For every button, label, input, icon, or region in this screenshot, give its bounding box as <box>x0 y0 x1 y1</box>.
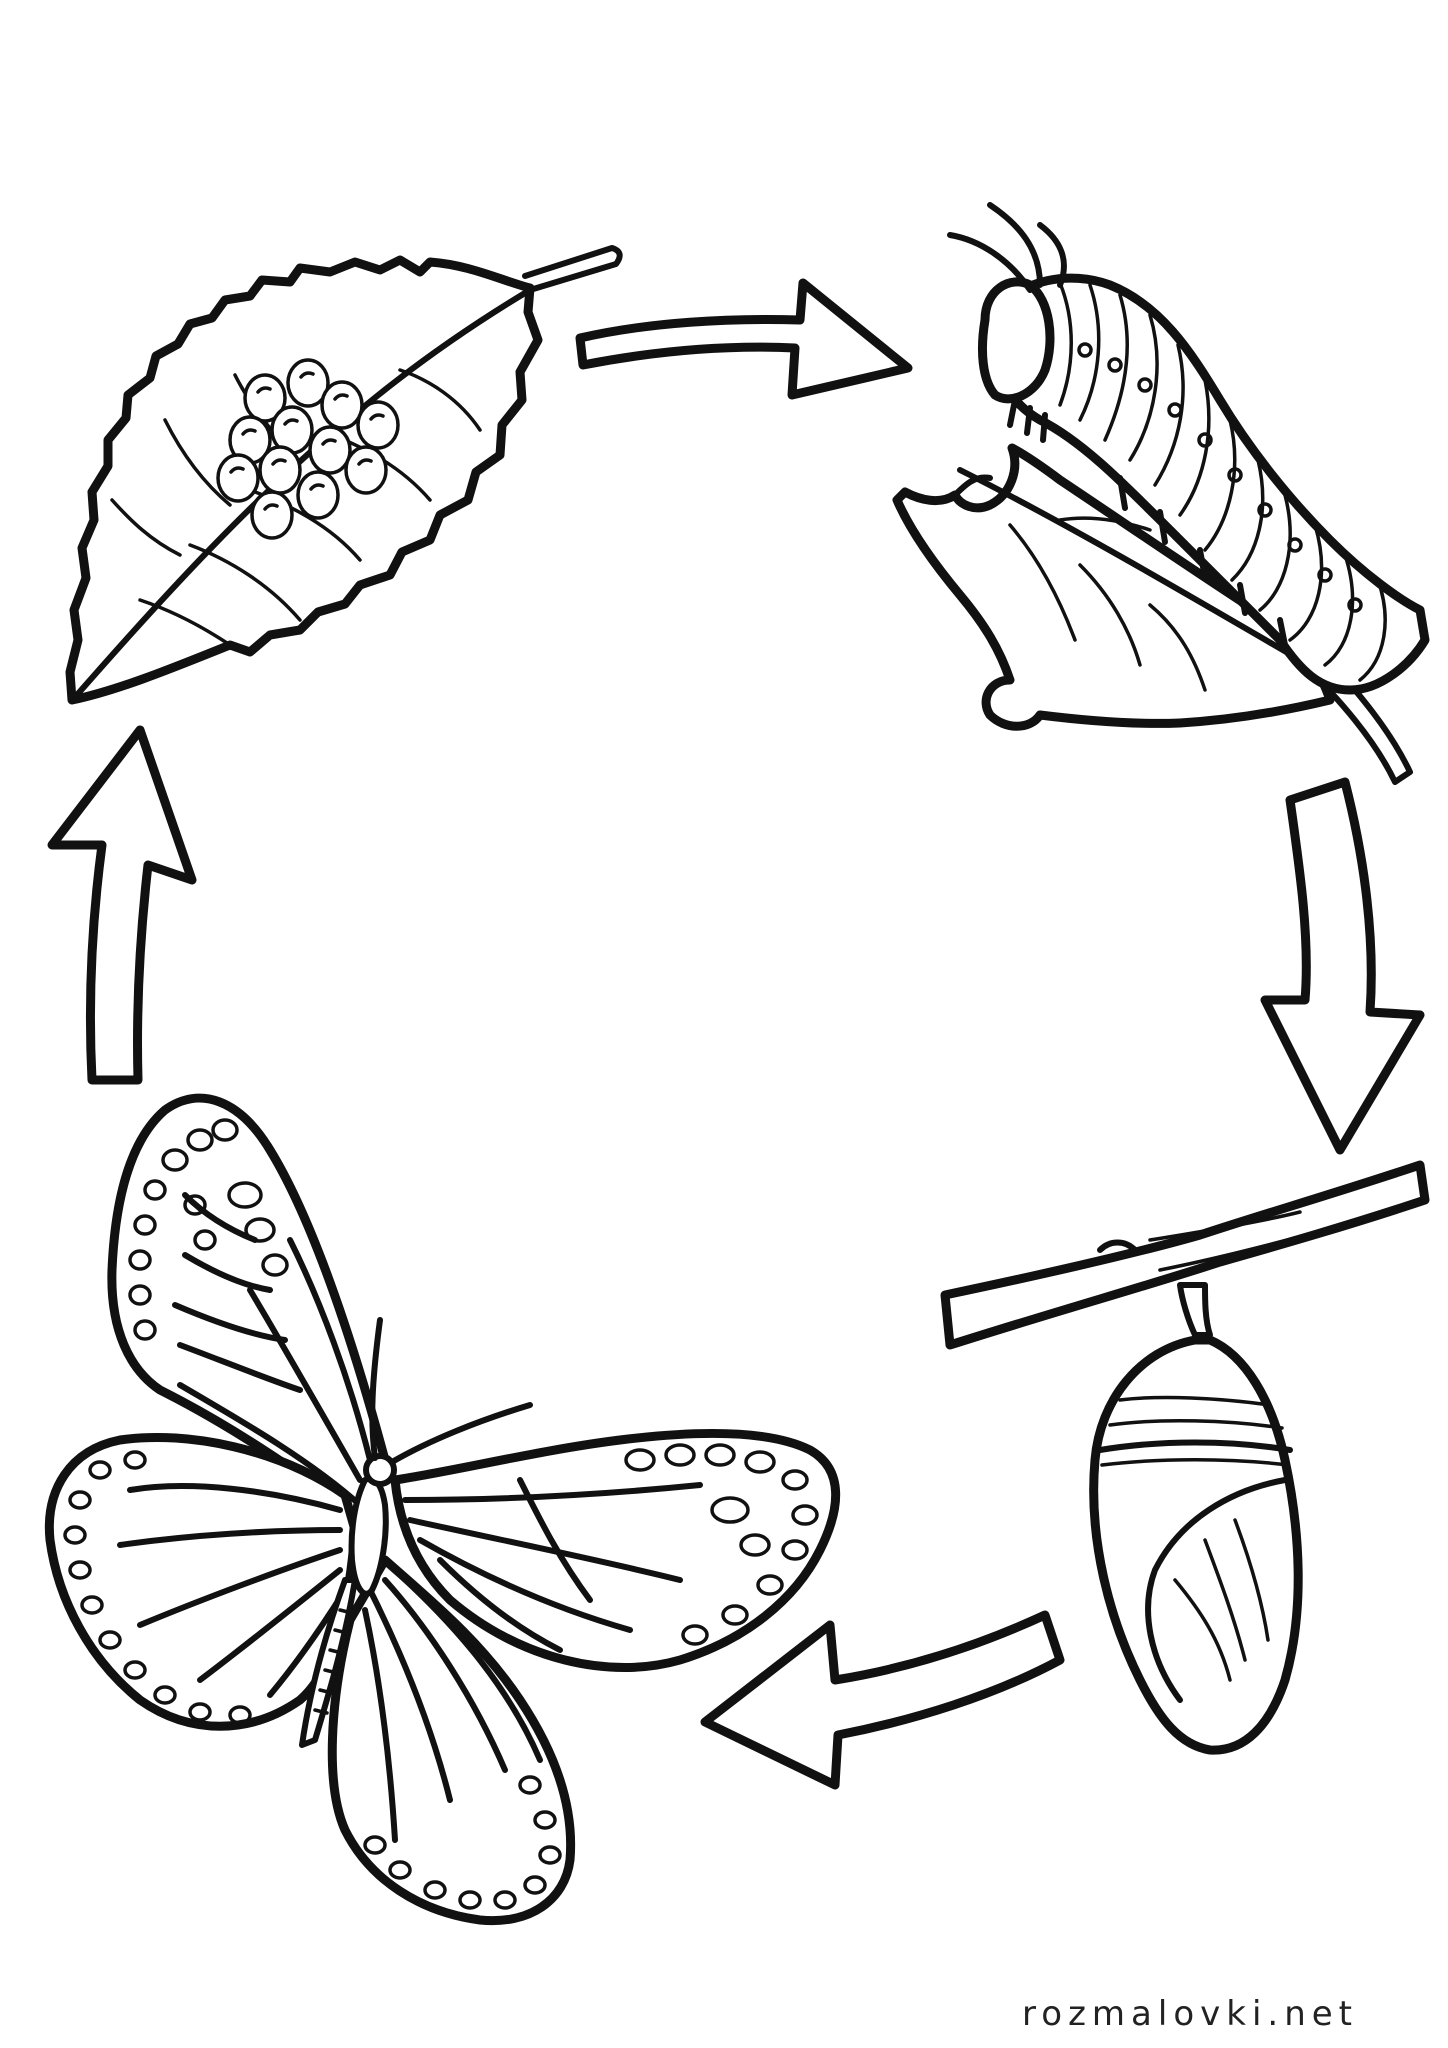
arrow-caterpillar-to-chrysalis <box>1260 777 1425 1155</box>
arrow-chrysalis-to-butterfly <box>700 1610 1065 1790</box>
stage-eggs-on-leaf <box>65 245 623 705</box>
stage-butterfly <box>44 1093 841 1926</box>
arrow-eggs-to-caterpillar <box>575 278 913 400</box>
stage-chrysalis <box>940 1160 1430 1755</box>
arrow-butterfly-to-eggs <box>47 725 197 1085</box>
site-credit: rozmalovki.net <box>1022 1994 1358 2034</box>
stage-caterpillar <box>892 202 1430 785</box>
